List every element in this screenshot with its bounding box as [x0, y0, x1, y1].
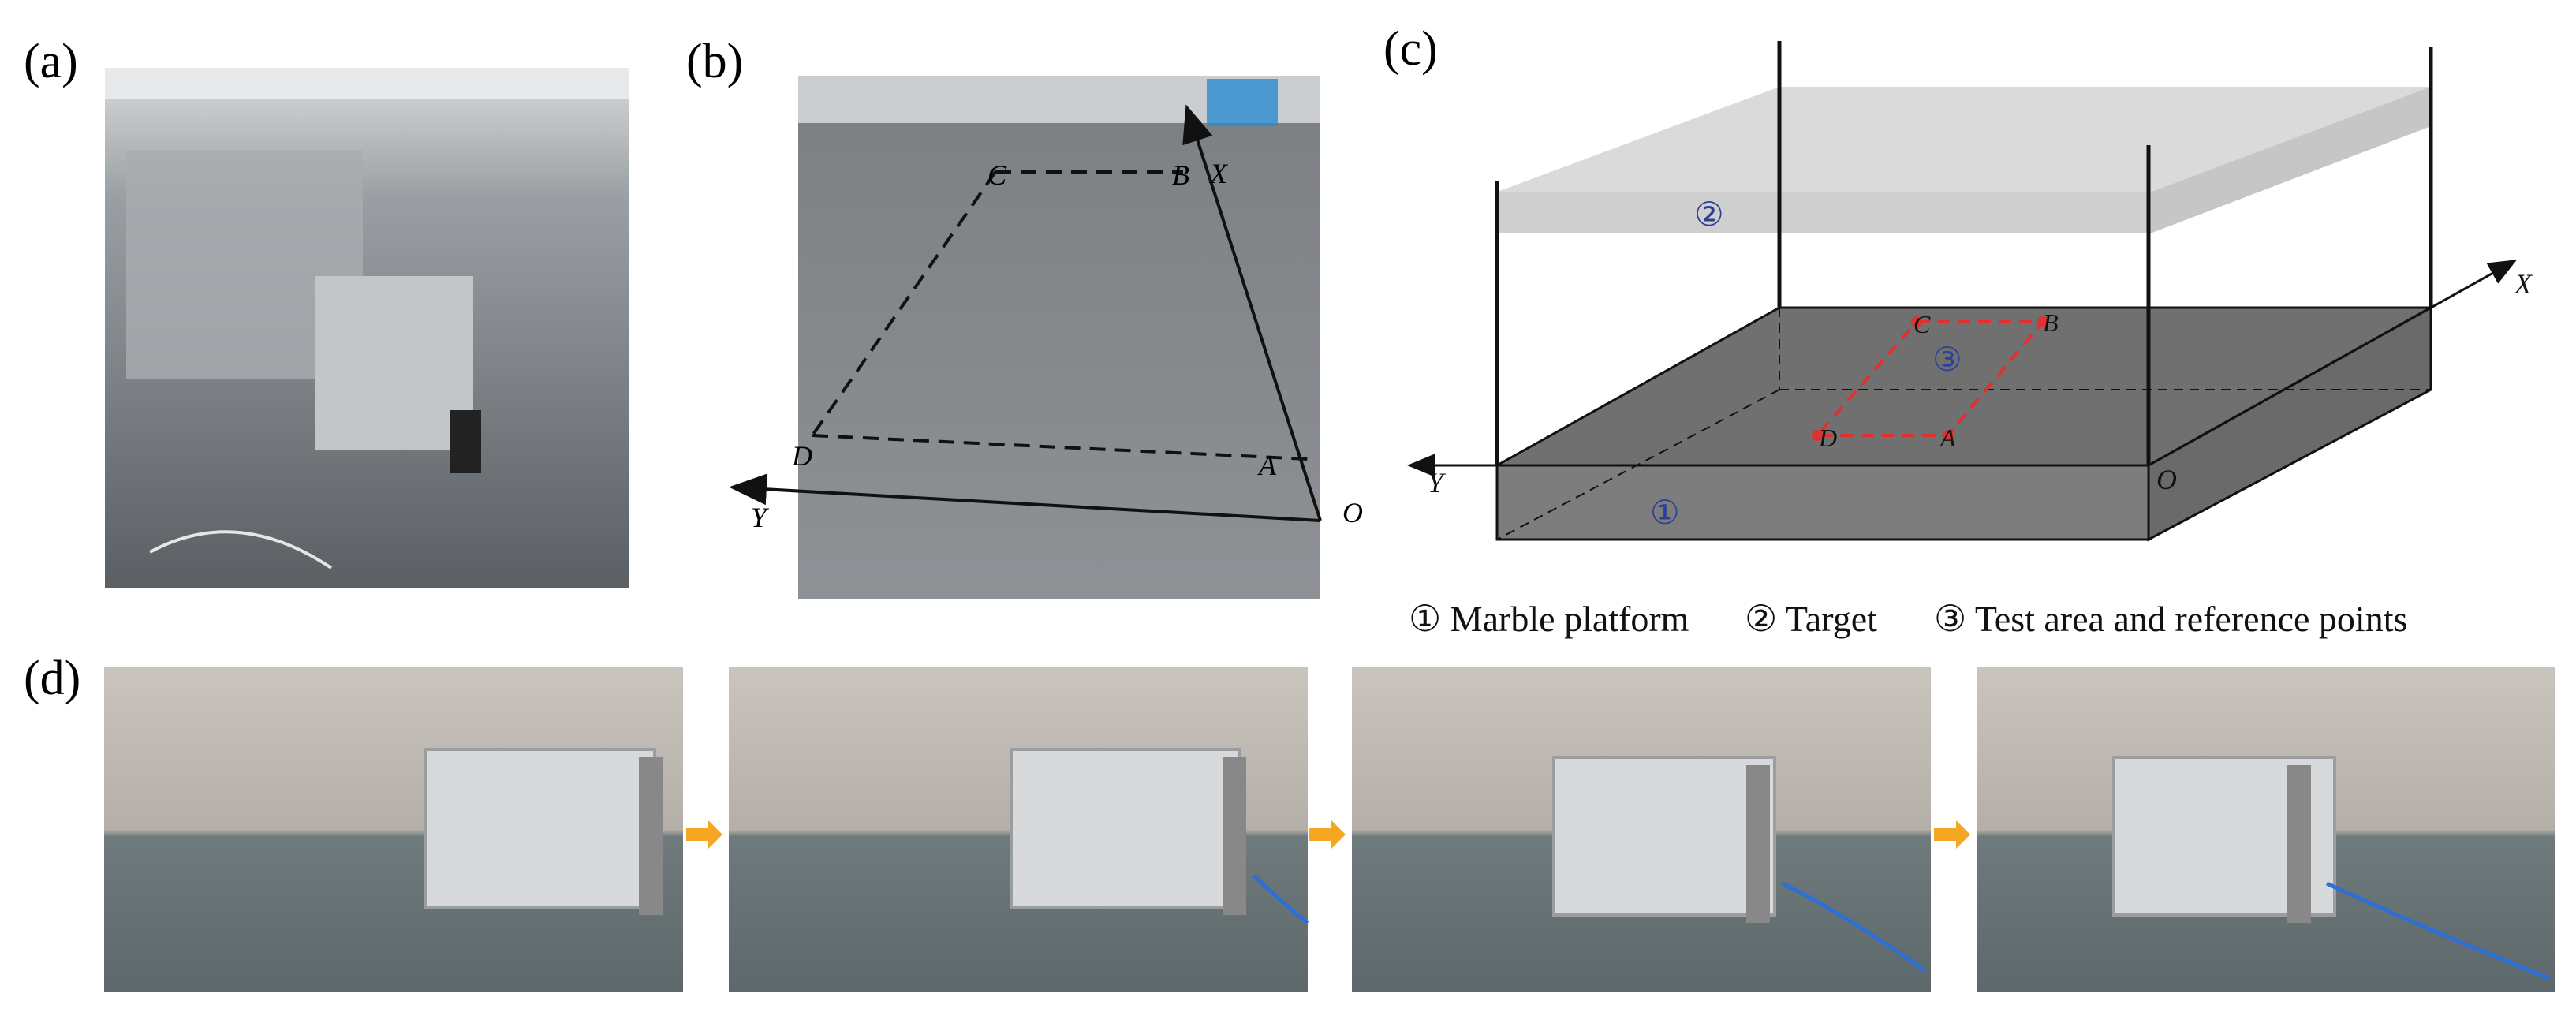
point-label-y-b: Y [751, 502, 770, 533]
reference-point-a [1943, 430, 1954, 441]
marble-platform [1492, 305, 2436, 542]
target-band [1495, 87, 2431, 233]
reference-point-c [1911, 316, 1922, 327]
marker-platform: ① [1650, 495, 1680, 532]
panel-label-d: (d) [24, 652, 80, 705]
panel-label-c: (c) [1383, 22, 1438, 76]
point-label-c-b: C [987, 159, 1007, 191]
legend-item-area: ③ Test area and reference points [1934, 599, 2407, 639]
axis-x-c [2148, 260, 2518, 467]
axis-y-b [729, 473, 1321, 522]
marker-area: ③ [1932, 342, 1962, 379]
marker-target: ② [1694, 197, 1724, 233]
point-label-b-c: B [2043, 308, 2059, 337]
legend-item-platform: ① Marble platform [1409, 599, 1689, 639]
point-label-o-c: O [2156, 464, 2177, 495]
sequence-photo-1 [104, 667, 683, 992]
panel-label-b: (b) [686, 35, 743, 88]
right-arrow-icon [1934, 820, 1970, 849]
point-label-b-b: B [1172, 159, 1189, 191]
photo-a [105, 68, 629, 588]
sequence-photo-3 [1352, 667, 1931, 992]
point-label-y-c: Y [1428, 467, 1447, 499]
point-label-x-c: X [2513, 268, 2533, 300]
target-posts [1495, 41, 2433, 465]
legend-item-target: ② Target [1745, 599, 1877, 639]
point-label-d-b: D [791, 440, 812, 472]
sequence-photo-2 [729, 667, 1309, 992]
test-area-outline-c [1812, 316, 2048, 441]
axis-x-b [1182, 104, 1322, 521]
point-label-a-b: A [1257, 450, 1277, 481]
right-arrow-icon [686, 820, 722, 849]
point-label-d-c: D [1818, 424, 1837, 452]
point-label-x-b: X [1208, 158, 1229, 189]
point-label-o-b: O [1342, 497, 1363, 528]
test-area-outline-b [811, 170, 1309, 461]
panel-label-a: (a) [24, 35, 78, 88]
right-arrow-icon [1309, 820, 1346, 849]
point-label-a-c: A [1939, 424, 1956, 452]
sequence-photo-4 [1977, 667, 2555, 992]
reference-point-d [1812, 430, 1823, 441]
reference-point-b [2037, 316, 2048, 327]
photo-b [798, 76, 1320, 599]
point-label-c-c: C [1913, 310, 1931, 338]
